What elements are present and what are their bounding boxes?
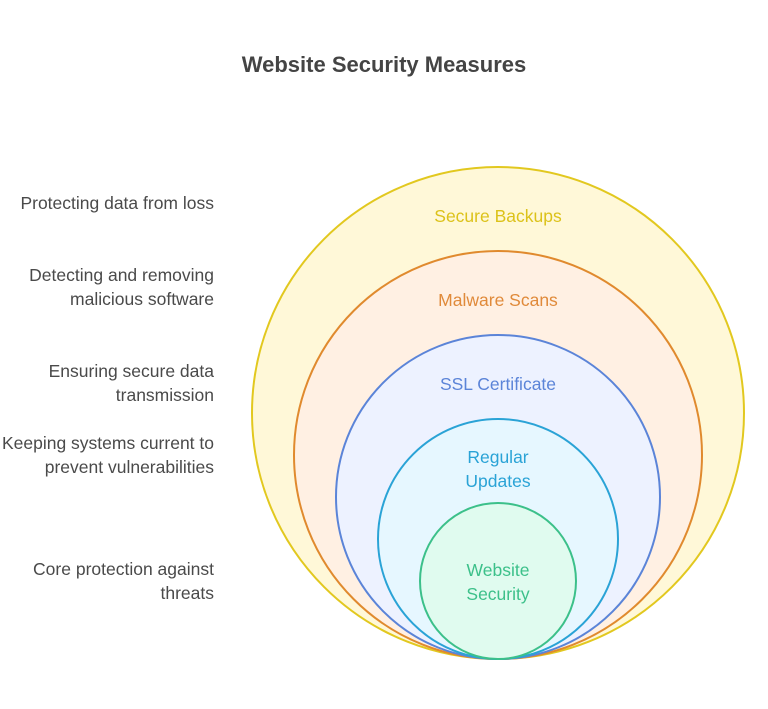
layer-label-4: Website [467,560,530,580]
layer-label-3: Updates [465,471,530,491]
layer-label-0: Secure Backups [434,206,562,226]
layer-description-2: Ensuring secure data transmission [48,361,214,405]
layer-description-3: Keeping systems current to prevent vulne… [1,433,214,477]
layer-description-1: Detecting and removing malicious softwar… [29,265,214,309]
layer-circle-4 [419,502,577,660]
layer-description-4: Core protection against threats [33,559,214,603]
layer-description-0: Protecting data from loss [20,193,214,213]
layer-label-2: SSL Certificate [440,374,556,394]
layer-label-1: Malware Scans [438,290,558,310]
layer-label-4: Security [466,584,529,604]
layer-label-3: Regular [467,447,528,467]
diagram-title: Website Security Measures [241,52,527,77]
